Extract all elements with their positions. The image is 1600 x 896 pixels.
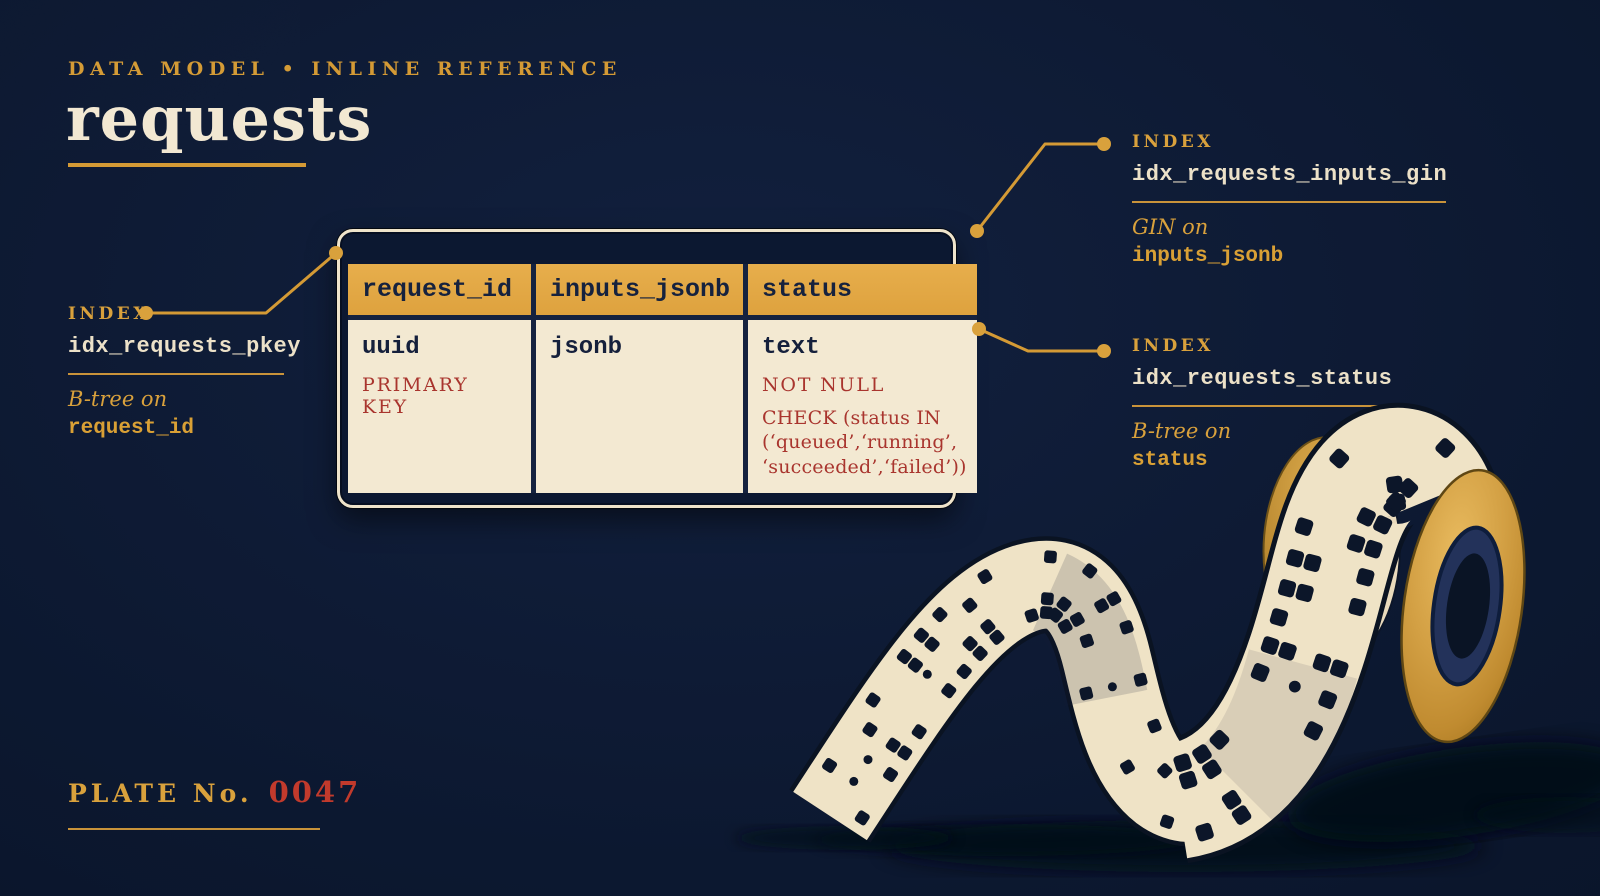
index-column: status: [1132, 449, 1208, 472]
cell-inputs-jsonb: jsonb: [536, 320, 748, 493]
column-header-request-id: request_id: [348, 264, 536, 320]
plate-number-block: PLATE No. 0047: [68, 775, 361, 809]
column-header-inputs-jsonb: inputs_jsonb: [536, 264, 748, 320]
index-name: idx_requests_pkey: [68, 334, 301, 359]
index-method: B-tree on: [68, 387, 168, 411]
requests-table-card: request_id inputs_jsonb status uuid PRIM…: [337, 229, 977, 508]
index-method: GIN on: [1132, 215, 1209, 239]
type-request-id: uuid: [362, 334, 420, 361]
index-underline: [1132, 201, 1446, 203]
constraint-primary-key: PRIMARY KEY: [362, 374, 469, 418]
index-underline: [1132, 405, 1382, 407]
eyebrow-label: DATA MODEL • INLINE REFERENCE: [68, 58, 622, 80]
annotation-idx-requests-status: INDEX idx_requests_status B-tree on stat…: [1132, 336, 1392, 472]
constraint-not-null: NOT NULL: [762, 374, 886, 396]
index-column: request_id: [68, 417, 195, 440]
index-underline: [68, 373, 284, 375]
type-inputs-jsonb: jsonb: [550, 334, 623, 361]
constraint-check: CHECK (status IN (‘queued’,‘running’, ‘s…: [762, 407, 967, 478]
column-header-status: status: [748, 264, 977, 320]
index-label: INDEX: [1132, 132, 1214, 152]
annotation-idx-requests-pkey: INDEX idx_requests_pkey B-tree on reques…: [68, 304, 301, 440]
page-title: requests: [66, 82, 373, 155]
index-name: idx_requests_inputs_gin: [1132, 162, 1448, 187]
requests-table: request_id inputs_jsonb status uuid PRIM…: [348, 264, 977, 493]
index-label: INDEX: [1132, 336, 1214, 356]
plate-underline: [68, 828, 320, 830]
cell-status: text NOT NULL CHECK (status IN (‘queued’…: [748, 320, 977, 493]
title-underline: [68, 163, 306, 167]
index-name: idx_requests_status: [1132, 366, 1393, 391]
plate-number: 0047: [268, 775, 362, 809]
index-method: B-tree on: [1132, 419, 1232, 443]
cell-request-id: uuid PRIMARY KEY: [348, 320, 536, 493]
annotation-idx-requests-inputs-gin: INDEX idx_requests_inputs_gin GIN on inp…: [1132, 132, 1447, 268]
type-status: text: [762, 334, 820, 361]
index-label: INDEX: [68, 304, 150, 324]
plate-label: PLATE No.: [68, 779, 253, 808]
index-column: inputs_jsonb: [1132, 245, 1284, 268]
